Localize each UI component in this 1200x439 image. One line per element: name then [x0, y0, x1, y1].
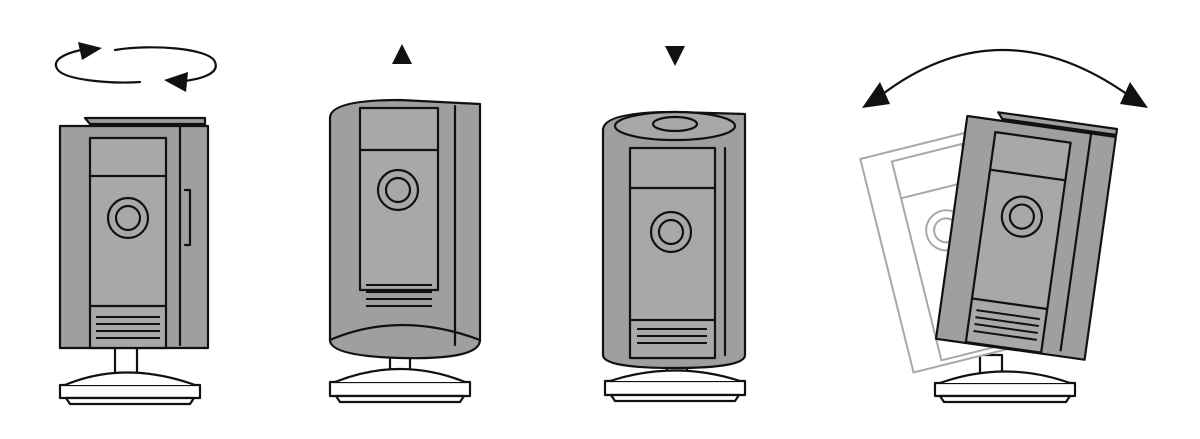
- swivel-svg: [54, 42, 217, 406]
- camera-body: [934, 111, 1119, 361]
- camera-base: [933, 353, 1077, 404]
- triangle-up-icon: [392, 44, 412, 64]
- side-tilt-svg: [859, 48, 1148, 404]
- tilt-down-panel: [575, 0, 775, 439]
- tilt-up-panel: [300, 0, 510, 439]
- camera-base: [58, 343, 202, 406]
- swivel-panel: [30, 0, 250, 439]
- tilt-down-svg: [601, 46, 747, 403]
- side-tilt-panel: [830, 0, 1170, 439]
- triangle-down-icon: [665, 46, 685, 66]
- tilt-up-svg: [328, 44, 482, 404]
- curved-double-arrow-icon: [862, 48, 1148, 108]
- camera-body: [58, 116, 210, 350]
- camera-body: [328, 98, 482, 360]
- camera-body: [601, 110, 747, 370]
- rotate-arrows-icon: [54, 42, 217, 92]
